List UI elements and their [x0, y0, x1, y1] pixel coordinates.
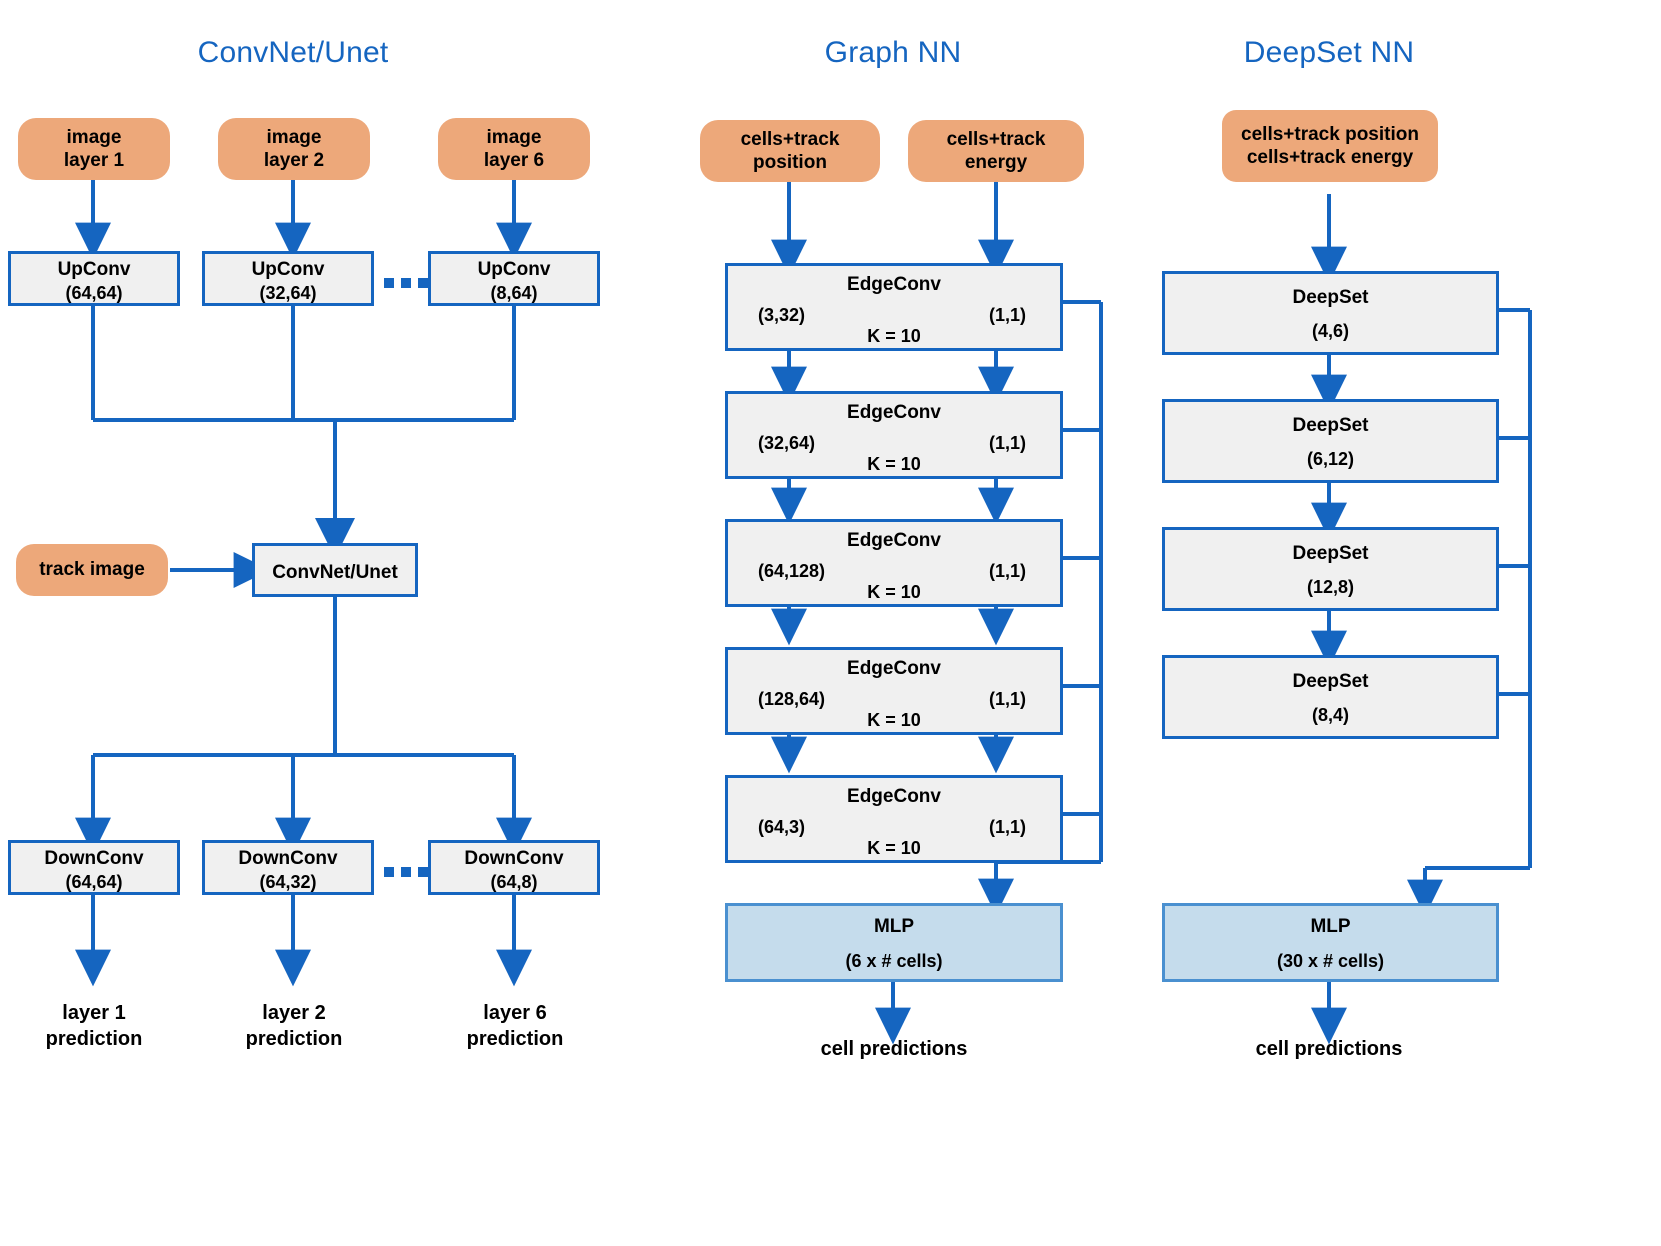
block-edgeconv-4[interactable]: EdgeConv (128,64) (1,1) K = 10	[725, 647, 1063, 735]
block-deepset-1[interactable]: DeepSet (4,6)	[1162, 271, 1499, 355]
input-track-image[interactable]: track image	[16, 544, 168, 596]
block-downconv-2[interactable]: DownConv (64,32)	[202, 840, 374, 895]
block-title: DownConv	[464, 848, 564, 869]
block-left-shape: (3,32)	[758, 305, 806, 325]
block-sub: (64,32)	[259, 872, 317, 892]
output-layer-2-prediction: layer 2 prediction	[245, 1002, 343, 1050]
input-label: image layer 1	[63, 126, 125, 171]
block-title: EdgeConv	[847, 786, 941, 807]
block-title: EdgeConv	[847, 402, 941, 423]
block-title: DeepSet	[1292, 671, 1369, 692]
block-downconv-6[interactable]: DownConv (64,8)	[428, 840, 600, 895]
block-convnet-unet-core[interactable]: ConvNet/Unet	[252, 543, 418, 597]
input-label: cells+track energy	[946, 128, 1046, 173]
block-left-shape: (32,64)	[758, 433, 816, 453]
block-upconv-1[interactable]: UpConv (64,64)	[8, 251, 180, 306]
block-edgeconv-5[interactable]: EdgeConv (64,3) (1,1) K = 10	[725, 775, 1063, 863]
output-layer-1-prediction: layer 1 prediction	[45, 1002, 143, 1050]
input-cells-track-position[interactable]: cells+track position	[700, 120, 880, 182]
block-upconv-2[interactable]: UpConv (32,64)	[202, 251, 374, 306]
block-right-shape: (1,1)	[988, 305, 1026, 325]
block-edgeconv-1[interactable]: EdgeConv (3,32) (1,1) K = 10	[725, 263, 1063, 351]
block-title: UpConv	[477, 259, 551, 280]
block-title: EdgeConv	[847, 530, 941, 551]
block-edgeconv-3[interactable]: EdgeConv (64,128) (1,1) K = 10	[725, 519, 1063, 607]
input-label: image layer 6	[483, 126, 545, 171]
block-sub: (32,64)	[259, 283, 317, 303]
block-sub: (64,64)	[65, 872, 123, 892]
block-k-value: K = 10	[867, 582, 921, 602]
block-title: EdgeConv	[847, 658, 941, 679]
block-sub: (12,8)	[1306, 577, 1355, 597]
input-label: image layer 2	[263, 126, 325, 171]
block-k-value: K = 10	[867, 454, 921, 474]
column-title-deepset: DeepSet NN	[1243, 36, 1415, 69]
block-downconv-1[interactable]: DownConv (64,64)	[8, 840, 180, 895]
output-cell-predictions-deepset: cell predictions	[1255, 1038, 1403, 1060]
block-sub: (64,64)	[65, 283, 123, 303]
column-title-convnet: ConvNet/Unet	[197, 36, 389, 69]
block-deepset-4[interactable]: DeepSet (8,4)	[1162, 655, 1499, 739]
block-right-shape: (1,1)	[988, 433, 1026, 453]
block-left-shape: (128,64)	[758, 689, 826, 709]
block-sub: (8,4)	[1311, 705, 1349, 725]
block-sub: (6 x # cells)	[845, 951, 943, 971]
block-title: MLP	[1310, 916, 1351, 937]
block-edgeconv-2[interactable]: EdgeConv (32,64) (1,1) K = 10	[725, 391, 1063, 479]
block-right-shape: (1,1)	[988, 817, 1026, 837]
block-title: EdgeConv	[847, 274, 941, 295]
block-k-value: K = 10	[867, 838, 921, 858]
block-title: DeepSet	[1292, 287, 1369, 308]
ellipsis-downconv	[384, 867, 428, 877]
block-left-shape: (64,128)	[758, 561, 826, 581]
input-cells-track-energy[interactable]: cells+track energy	[908, 120, 1084, 182]
block-title: UpConv	[251, 259, 325, 280]
block-sub: (30 x # cells)	[1276, 951, 1385, 971]
input-image-layer-2[interactable]: image layer 2	[218, 118, 370, 180]
block-left-shape: (64,3)	[758, 817, 806, 837]
input-label: track image	[39, 559, 145, 581]
block-title: UpConv	[57, 259, 131, 280]
block-mlp-deepset[interactable]: MLP (30 x # cells)	[1162, 903, 1499, 982]
input-image-layer-6[interactable]: image layer 6	[438, 118, 590, 180]
block-sub: (64,8)	[490, 872, 538, 892]
block-deepset-2[interactable]: DeepSet (6,12)	[1162, 399, 1499, 483]
block-title: DownConv	[238, 848, 338, 869]
block-sub: (4,6)	[1311, 321, 1349, 341]
block-title: DeepSet	[1292, 543, 1369, 564]
block-title: DownConv	[44, 848, 144, 869]
block-mlp-graphnn[interactable]: MLP (6 x # cells)	[725, 903, 1063, 982]
block-sub: (6,12)	[1306, 449, 1355, 469]
block-right-shape: (1,1)	[988, 561, 1026, 581]
block-title: MLP	[873, 916, 915, 937]
output-cell-predictions-graphnn: cell predictions	[820, 1038, 968, 1060]
block-deepset-3[interactable]: DeepSet (12,8)	[1162, 527, 1499, 611]
block-sub: (8,64)	[490, 283, 538, 303]
ellipsis-upconv	[384, 278, 428, 288]
block-k-value: K = 10	[867, 326, 921, 346]
block-k-value: K = 10	[867, 710, 921, 730]
block-title: ConvNet/Unet	[272, 562, 398, 583]
column-title-graphnn: Graph NN	[824, 36, 962, 69]
output-layer-6-prediction: layer 6 prediction	[466, 1002, 564, 1050]
input-label: cells+track position	[740, 128, 840, 173]
input-label: cells+track position cells+track energy	[1241, 123, 1419, 168]
input-cells-track-position-energy[interactable]: cells+track position cells+track energy	[1222, 110, 1438, 182]
input-image-layer-1[interactable]: image layer 1	[18, 118, 170, 180]
block-title: DeepSet	[1292, 415, 1369, 436]
block-right-shape: (1,1)	[988, 689, 1026, 709]
block-upconv-6[interactable]: UpConv (8,64)	[428, 251, 600, 306]
